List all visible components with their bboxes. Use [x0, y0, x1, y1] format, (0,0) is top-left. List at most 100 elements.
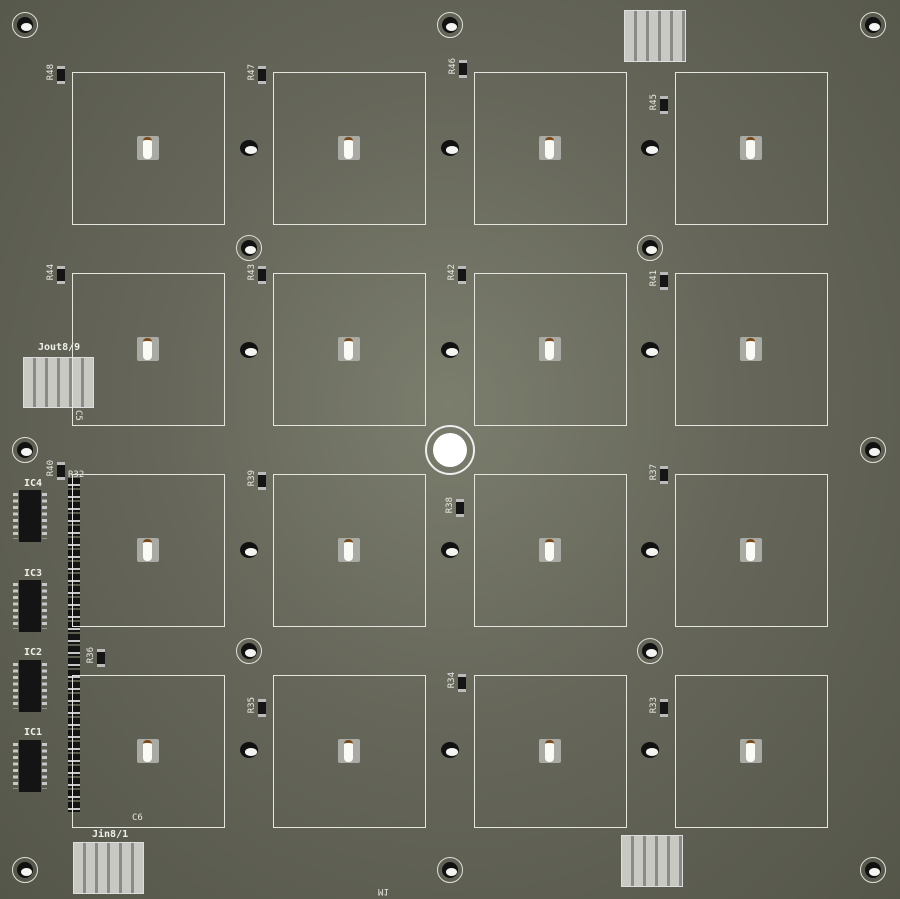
led-pad-outline	[675, 273, 828, 426]
led-pad-outline	[675, 474, 828, 627]
led	[740, 538, 762, 562]
resistor-label: R41	[649, 270, 659, 287]
ic-chip	[13, 490, 47, 542]
led	[338, 337, 360, 361]
mounting-ring	[437, 857, 463, 883]
led	[137, 337, 159, 361]
mounting-ring	[637, 638, 663, 664]
led-pad-outline	[474, 72, 627, 225]
center-mounting-hole	[425, 425, 475, 475]
via-hole	[240, 542, 258, 558]
ic-chip	[13, 740, 47, 792]
led	[539, 337, 561, 361]
connector-bottom	[621, 835, 683, 887]
resistor	[458, 674, 466, 692]
ic-label: IC3	[24, 568, 43, 579]
led-pad-outline	[273, 72, 426, 225]
resistor	[57, 462, 65, 480]
led	[740, 136, 762, 160]
mounting-hole	[442, 862, 458, 878]
resistor-label: R39	[247, 470, 257, 487]
led-pad-outline	[273, 273, 426, 426]
ic-label: IC1	[24, 727, 43, 738]
resistor	[57, 66, 65, 84]
resistor-label: R35	[247, 697, 257, 714]
mounting-hole	[865, 442, 881, 458]
led	[539, 538, 561, 562]
resistor	[258, 472, 266, 490]
mounting-ring	[860, 857, 886, 883]
capacitor-label: C6	[132, 813, 143, 823]
led-pad-outline	[273, 675, 426, 828]
module-label: M1	[378, 886, 389, 896]
resistor	[258, 266, 266, 284]
ic-label: IC2	[24, 647, 43, 658]
led	[740, 739, 762, 763]
mounting-ring	[860, 437, 886, 463]
resistor	[459, 60, 467, 78]
via-hole	[641, 140, 659, 156]
resistor-label: R33	[649, 697, 659, 714]
led-pad-outline	[474, 474, 627, 627]
led-pad-outline	[675, 675, 828, 828]
mounting-hole	[17, 862, 33, 878]
resistor	[660, 272, 668, 290]
resistor-label: R32	[68, 470, 85, 480]
mounting-hole	[241, 240, 257, 256]
resistor	[458, 266, 466, 284]
mounting-ring	[437, 12, 463, 38]
led-pad-outline	[675, 72, 828, 225]
mounting-ring	[637, 235, 663, 261]
resistor-label: R40	[46, 460, 56, 477]
ic-chip	[13, 660, 47, 712]
mounting-hole	[642, 643, 658, 659]
led	[539, 739, 561, 763]
resistor-label: R48	[46, 64, 56, 81]
led	[137, 739, 159, 763]
via-hole	[441, 542, 459, 558]
led	[137, 538, 159, 562]
resistor-label: R43	[247, 264, 257, 281]
via-hole	[641, 542, 659, 558]
mounting-hole	[442, 17, 458, 33]
resistor-label: R36	[86, 647, 96, 664]
resistor	[660, 96, 668, 114]
mounting-ring	[12, 857, 38, 883]
mounting-hole	[17, 442, 33, 458]
resistor	[456, 499, 464, 517]
connector-top	[624, 10, 686, 62]
led	[338, 538, 360, 562]
via-hole	[240, 742, 258, 758]
mounting-ring	[236, 638, 262, 664]
connector-jin	[73, 842, 144, 894]
led	[740, 337, 762, 361]
mounting-hole	[642, 240, 658, 256]
resistor-label: R38	[445, 497, 455, 514]
resistor	[258, 699, 266, 717]
resistor-label: R42	[447, 264, 457, 281]
connector-jout	[23, 357, 94, 408]
connector-label: Jout8/9	[38, 342, 81, 353]
led	[539, 136, 561, 160]
ic-label: IC4	[24, 478, 43, 489]
led-pad-outline	[72, 273, 225, 426]
resistor-label: R45	[649, 94, 659, 111]
resistor	[660, 466, 668, 484]
resistor-label: R44	[46, 264, 56, 281]
mounting-ring	[12, 437, 38, 463]
resistor	[97, 649, 105, 667]
led	[137, 136, 159, 160]
led-pad-outline	[72, 474, 225, 627]
resistor-label: R47	[247, 64, 257, 81]
via-hole	[240, 140, 258, 156]
led-pad-outline	[72, 675, 225, 828]
mounting-ring	[236, 235, 262, 261]
led-pad-outline	[474, 675, 627, 828]
via-hole	[641, 742, 659, 758]
led	[338, 136, 360, 160]
mounting-ring	[12, 12, 38, 38]
mounting-hole	[241, 643, 257, 659]
led	[338, 739, 360, 763]
mounting-hole	[865, 862, 881, 878]
